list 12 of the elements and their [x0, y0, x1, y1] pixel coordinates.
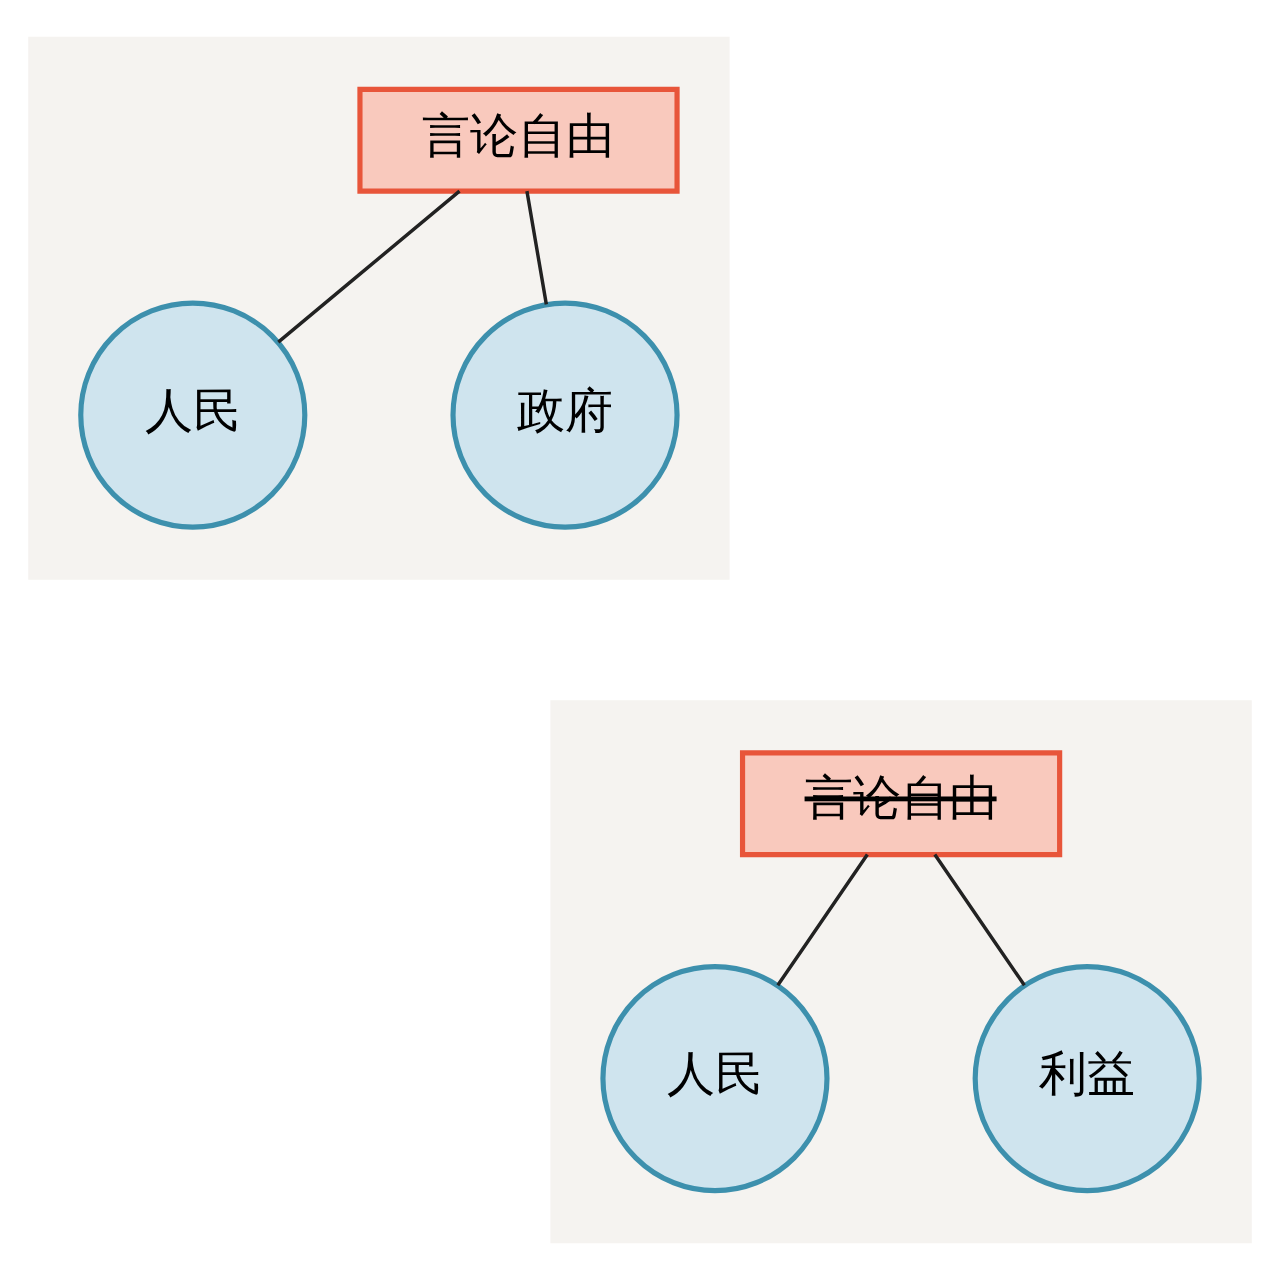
- cluster: [28, 36, 730, 580]
- node-box: 言论自由: [739, 750, 1063, 858]
- node-box: 言论自由: [357, 86, 680, 194]
- connector: [933, 853, 1026, 987]
- node-circle: 人民: [600, 964, 830, 1194]
- connector: [776, 853, 869, 987]
- node-circle: 人民: [78, 300, 308, 530]
- cluster: [550, 700, 1252, 1244]
- node-circle: 利益: [972, 964, 1202, 1194]
- connector: [525, 190, 549, 305]
- connector: [277, 189, 461, 344]
- node-circle: 政府: [450, 300, 680, 530]
